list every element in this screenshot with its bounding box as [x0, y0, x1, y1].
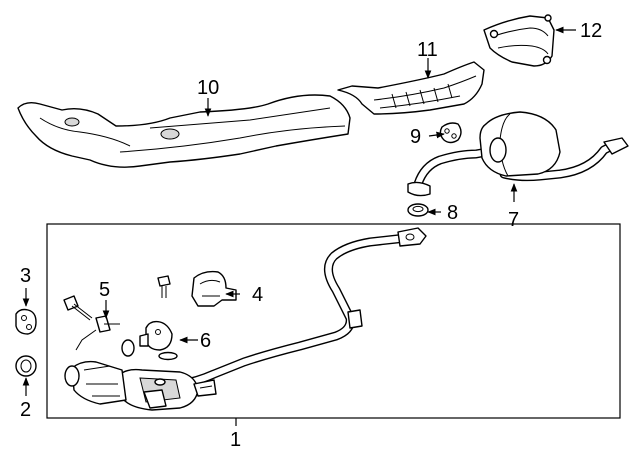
- gasket-ring[interactable]: [407, 203, 429, 217]
- leader-lines: [22, 26, 576, 426]
- bolt[interactable]: [157, 275, 171, 298]
- rubber-hanger[interactable]: [439, 122, 462, 144]
- callout-7: 7: [508, 209, 519, 231]
- oxygen-sensor-wire[interactable]: [75, 315, 120, 351]
- callout-labels: 1 2 3 4 5 6 7 8 9 10 11 12: [20, 20, 602, 451]
- muffler[interactable]: [407, 111, 629, 197]
- callout-8: 8: [447, 202, 458, 224]
- callout-11: 11: [417, 39, 438, 61]
- front-heat-shield[interactable]: [17, 94, 351, 168]
- rear-heat-shield[interactable]: [483, 14, 555, 67]
- callout-5: 5: [99, 279, 110, 301]
- oxygen-sensor-bolt[interactable]: [63, 295, 93, 321]
- sensor-bracket[interactable]: [191, 270, 237, 307]
- gasket[interactable]: [15, 355, 37, 377]
- hanger[interactable]: [15, 308, 37, 335]
- callout-1: 1: [230, 429, 241, 451]
- callout-9: 9: [410, 126, 421, 148]
- callout-12: 12: [580, 20, 602, 42]
- callout-10: 10: [197, 77, 219, 99]
- callout-3: 3: [20, 265, 31, 287]
- assembly-box: [46, 223, 621, 419]
- oxygen-sensor[interactable]: [121, 320, 178, 361]
- callout-4: 4: [252, 284, 263, 306]
- callout-6: 6: [200, 330, 211, 352]
- callout-2: 2: [20, 399, 31, 421]
- center-heat-shield[interactable]: [337, 61, 485, 115]
- exhaust-pipe-assembly[interactable]: [64, 227, 427, 411]
